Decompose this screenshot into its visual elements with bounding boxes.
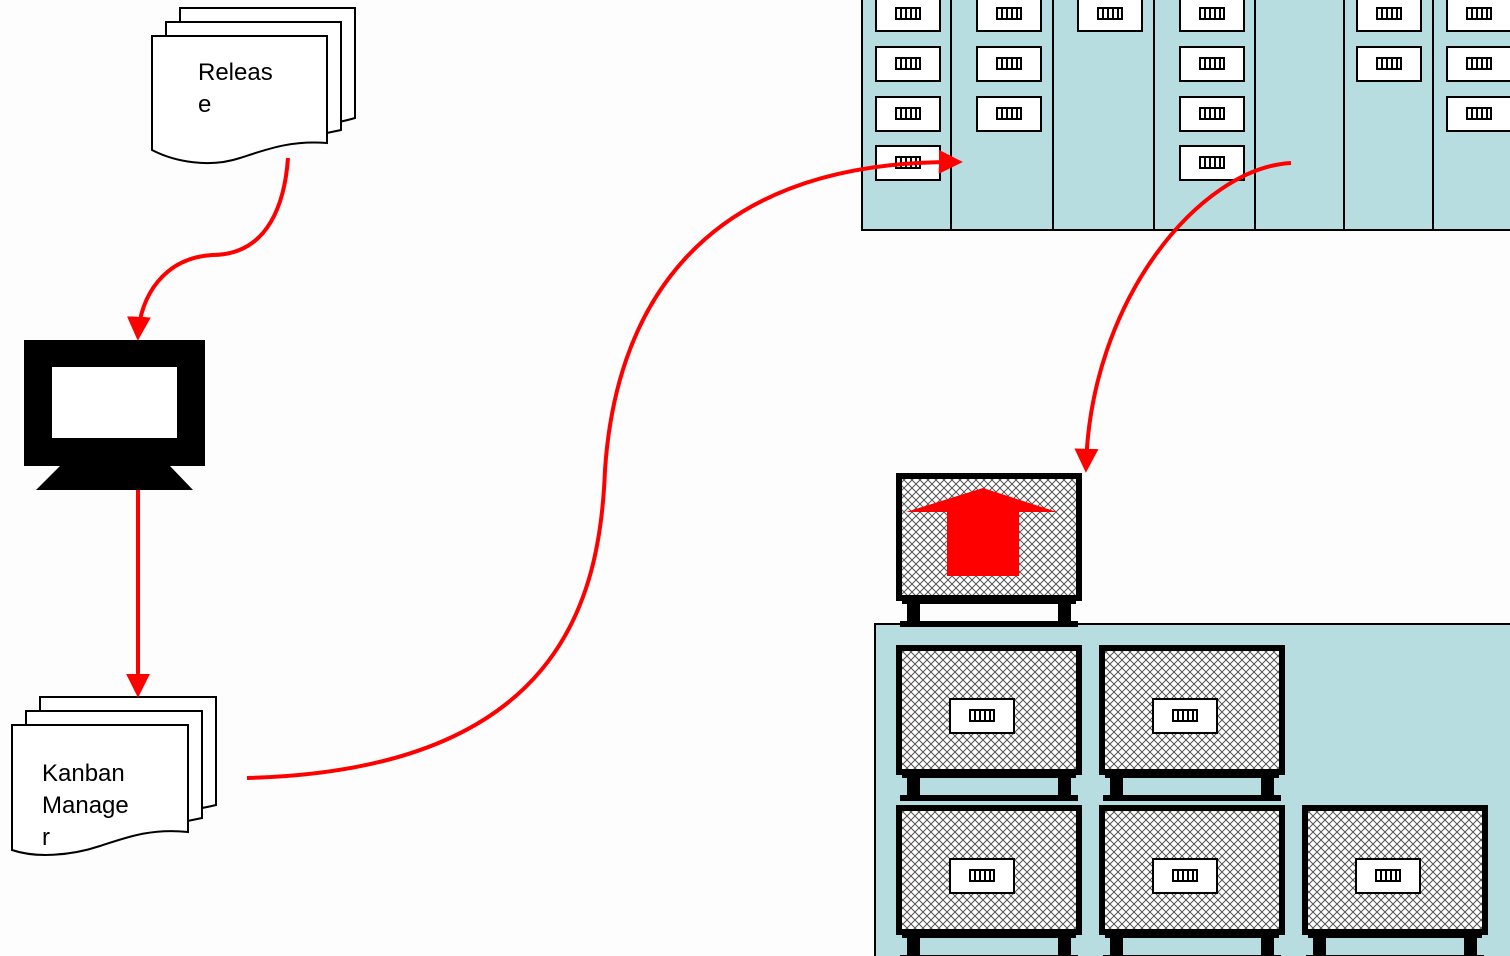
kanban-card [977,97,1041,131]
kanban-card [1447,0,1510,31]
kanban-card [876,97,940,131]
release-document-label: Releas e [198,57,273,121]
kanban-card [1357,47,1421,81]
top-storage-rack [862,0,1510,230]
kanban-card [1180,146,1244,180]
kanban-card [1180,0,1244,31]
release-to-computer-arrow [138,158,288,336]
kanban-card [977,0,1041,31]
computer-monitor-icon [24,340,205,490]
kanban-manager-document-label: Kanban Manage r [42,758,129,854]
kanban-card [876,0,940,31]
bin-container-icon [899,808,1079,956]
bin-container-icon [1305,808,1485,956]
bin-container-icon [899,476,1079,627]
kanban-card [1180,47,1244,81]
bin-container-icon [1102,808,1282,956]
kanban-card [1447,97,1510,131]
kanban-card [1357,0,1421,31]
kanban-card [1078,0,1142,31]
kanban-card [977,47,1041,81]
kanban-to-rack-arrow [247,162,958,778]
kanban-card [1180,97,1244,131]
kanban-card [1447,47,1510,81]
kanban-card [876,47,940,81]
